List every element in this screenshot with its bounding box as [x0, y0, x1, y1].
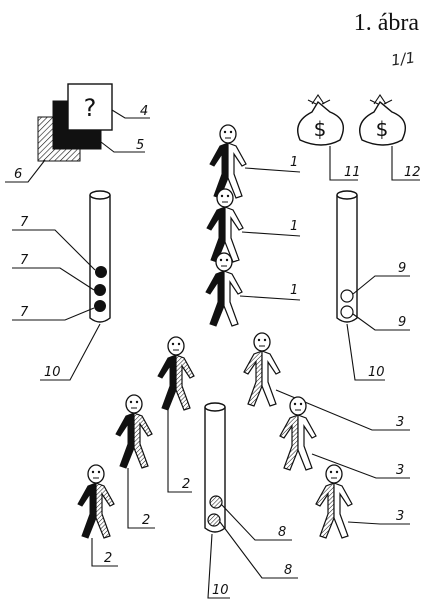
- person-figure-2: [78, 465, 114, 538]
- tube-right: [337, 191, 357, 322]
- label-10a: 10: [44, 365, 61, 380]
- label-8a: 8: [278, 525, 286, 540]
- label-1b: 1: [290, 219, 298, 234]
- label-8b: 8: [284, 563, 292, 578]
- person-figure-1: [210, 125, 246, 198]
- label-6: 6: [14, 167, 22, 182]
- question-mark: ?: [84, 94, 97, 122]
- label-3b: 3: [396, 463, 404, 478]
- white-ball: [341, 290, 353, 302]
- label-5: 5: [136, 138, 144, 153]
- label-11: 11: [344, 165, 361, 180]
- label-9a: 9: [398, 261, 406, 276]
- person-figure-3: [244, 333, 280, 406]
- black-ball: [94, 284, 106, 296]
- label-7a: 7: [20, 215, 29, 230]
- hatched-ball: [210, 496, 222, 508]
- tube-bottom: [205, 403, 225, 532]
- label-4: 4: [140, 104, 148, 119]
- dollar-sign-12: $: [376, 117, 389, 141]
- money-bag-12: $: [360, 95, 406, 145]
- label-1c: 1: [290, 283, 298, 298]
- label-2a: 2: [182, 477, 190, 492]
- hatched-ball: [208, 514, 220, 526]
- dollar-sign-11: $: [314, 117, 327, 141]
- label-2c: 2: [104, 551, 112, 566]
- person-figure-2: [116, 395, 152, 468]
- black-ball: [94, 300, 106, 312]
- money-bag-11: $: [298, 95, 344, 145]
- black-ball: [95, 266, 107, 278]
- person-figure-3: [280, 397, 316, 470]
- white-ball: [341, 306, 353, 318]
- label-7b: 7: [20, 253, 29, 268]
- label-3a: 3: [396, 415, 404, 430]
- person-figure-2: [158, 337, 194, 410]
- label-7c: 7: [20, 305, 29, 320]
- person-figure-1: [206, 253, 242, 326]
- tube-left: [90, 191, 110, 322]
- label-3c: 3: [396, 509, 404, 524]
- label-1a: 1: [290, 155, 298, 170]
- person-figure-3: [316, 465, 352, 538]
- person-figure-1: [207, 189, 243, 262]
- label-10b: 10: [368, 365, 385, 380]
- label-10c: 10: [212, 583, 229, 598]
- label-9b: 9: [398, 315, 406, 330]
- label-12: 12: [404, 165, 421, 180]
- label-2b: 2: [142, 513, 150, 528]
